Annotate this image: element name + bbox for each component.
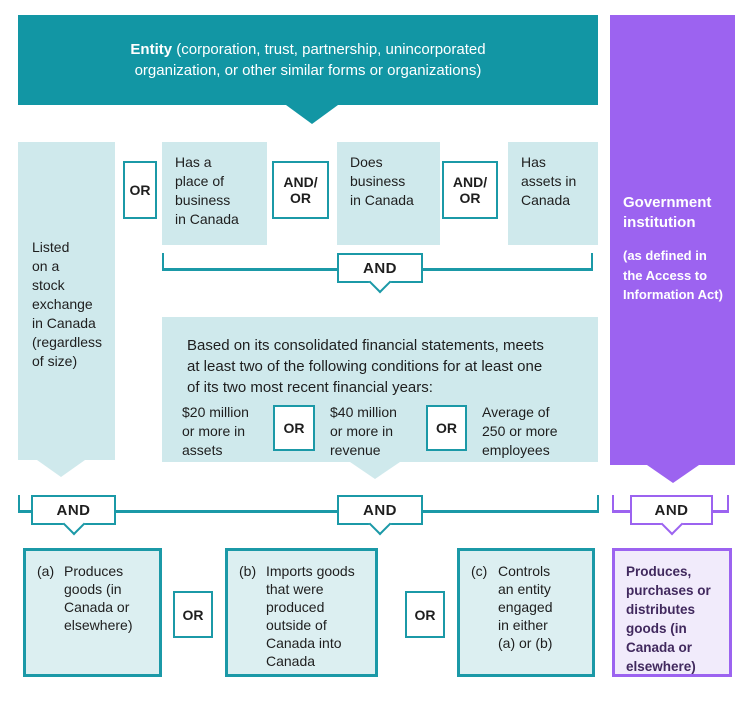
imports-goods-label: (b) [239, 563, 257, 579]
and-badge-government: AND [630, 495, 713, 525]
government-subtitle: (as defined in the Access to Information… [623, 248, 723, 302]
government-down-arrow [647, 465, 699, 483]
does-business-box: Does business in Canada [337, 142, 440, 245]
conditions-down-arrow [350, 462, 400, 479]
controls-entity-label: (c) [471, 563, 488, 579]
imports-goods-box: (b) Imports goods that were produced out… [225, 548, 378, 677]
government-column: Government institution (as defined in th… [610, 15, 735, 465]
financial-conditions-box: Based on its consolidated financial stat… [162, 317, 598, 462]
or-connector-bottom-2: OR [405, 591, 445, 638]
banner-down-arrow [286, 105, 338, 124]
imports-goods-text: Imports goods that were produced outside… [266, 563, 355, 669]
government-goods-box: Produces, purchases or distributes goods… [612, 548, 732, 677]
or-connector-bottom-1: OR [173, 591, 213, 638]
and-badge-left: AND [31, 495, 116, 525]
place-of-business-box: Has a place of business in Canada [162, 142, 267, 245]
or-connector-conditions-2: OR [426, 405, 467, 451]
and-or-connector-2: AND/ OR [442, 161, 498, 219]
entity-banner-subtext: (corporation, trust, partnership, uninco… [134, 41, 486, 79]
entity-banner: Entity (corporation, trust, partnership,… [18, 15, 598, 105]
or-connector-conditions-1: OR [273, 405, 315, 451]
financial-conditions-intro: Based on its consolidated financial stat… [187, 337, 544, 396]
controls-entity-box: (c) Controls an entity engaged in either… [457, 548, 595, 677]
and-badge-top: AND [337, 253, 423, 283]
produces-goods-box: (a) Produces goods (in Canada or elsewhe… [23, 548, 162, 677]
condition-employees: Average of 250 or more employees [482, 404, 558, 458]
and-or-connector-1: AND/ OR [272, 161, 329, 219]
has-assets-box: Has assets in Canada [508, 142, 598, 245]
lower-and-bracket [18, 495, 599, 513]
controls-entity-text: Controls an entity engaged in either (a)… [498, 563, 553, 651]
condition-assets: $20 million or more in assets [182, 404, 249, 458]
listed-down-arrow [37, 460, 85, 477]
or-connector-row1: OR [123, 161, 157, 219]
entity-banner-title: Entity [130, 41, 173, 58]
produces-goods-label: (a) [37, 563, 55, 579]
produces-goods-text: Produces goods (in Canada or elsewhere) [64, 563, 133, 633]
condition-revenue: $40 million or more in revenue [330, 404, 397, 458]
government-title: Government institution [623, 194, 712, 231]
and-badge-middle: AND [337, 495, 423, 525]
entity-banner-text: Entity (corporation, trust, partnership,… [130, 39, 485, 81]
listed-stock-exchange-box: Listed on a stock exchange in Canada (re… [18, 142, 115, 460]
